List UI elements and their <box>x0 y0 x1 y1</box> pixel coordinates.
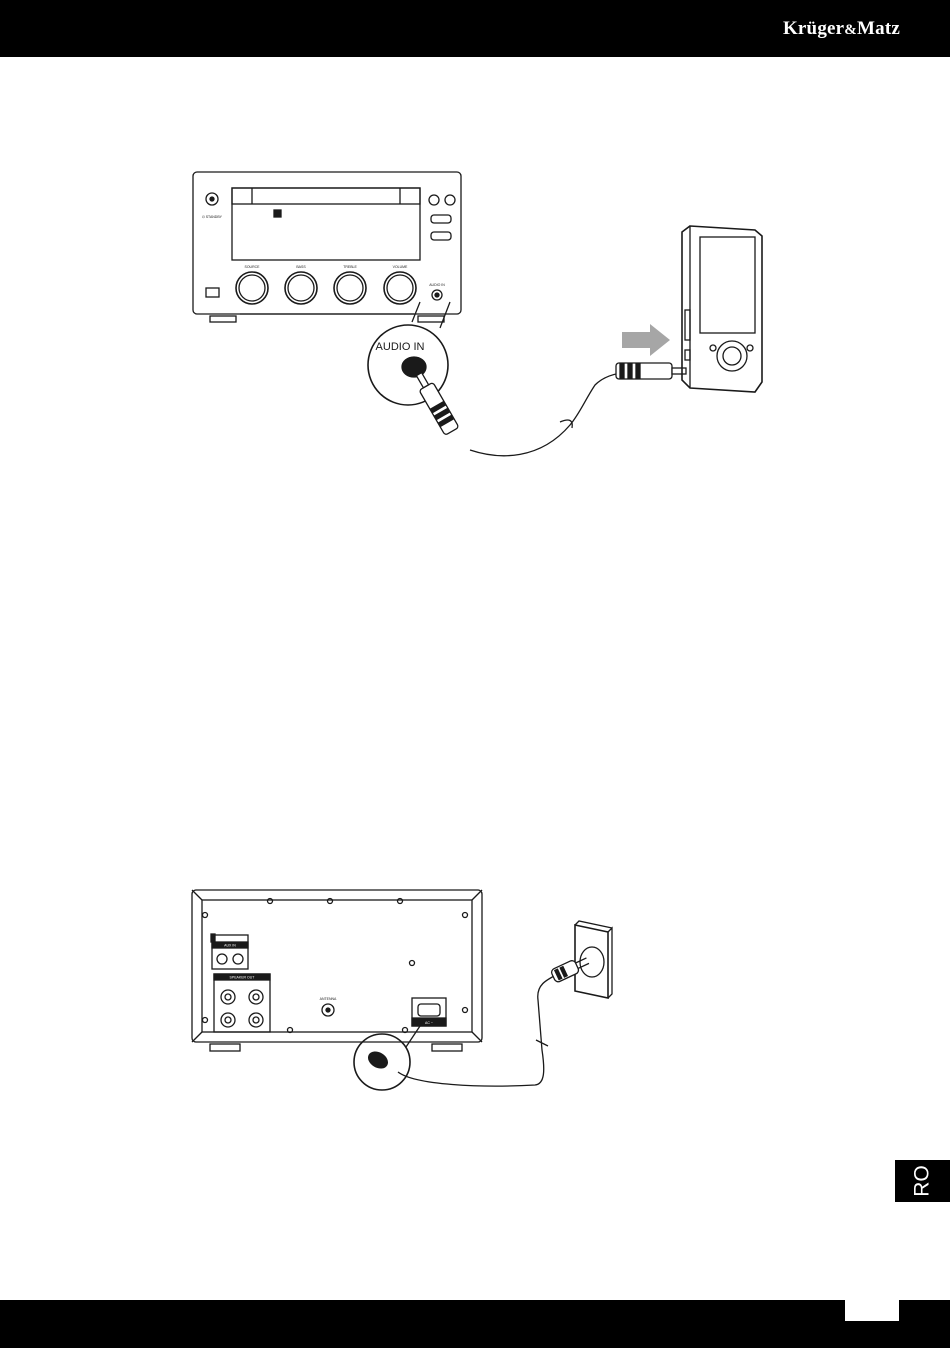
ac-callout-line <box>406 1026 420 1047</box>
speaker-terminal-2 <box>249 990 263 1004</box>
audio-in-connection-diagram: ⏻ STANDBY SOURCE BASS TREBLE VOLUME AUDI… <box>180 160 800 480</box>
antenna-label: ANTENNA <box>320 997 337 1001</box>
player-wheel <box>717 341 747 371</box>
aux-in-label: AUX IN <box>224 944 236 948</box>
stop-button <box>445 195 455 205</box>
player-button-right <box>747 345 753 351</box>
power-plug <box>550 954 590 983</box>
speaker-terminal-4 <box>249 1013 263 1027</box>
speaker-out-label: SPEAKER OUT <box>230 976 256 980</box>
player-side-slider <box>685 310 690 340</box>
bass-knob <box>285 272 317 304</box>
audio-cable <box>470 372 635 456</box>
rear-panel <box>202 900 472 1032</box>
next-button <box>431 215 451 223</box>
player-button-left <box>710 345 716 351</box>
speaker-terminal-1 <box>221 990 235 1004</box>
prev-button <box>431 232 451 240</box>
speaker-terminal-3 <box>221 1013 235 1027</box>
ac-callout-plug <box>366 1049 390 1071</box>
player-headphone-jack <box>685 350 690 360</box>
language-tab-label: RO <box>908 1164 938 1199</box>
source-knob <box>236 272 268 304</box>
display-window <box>232 188 420 260</box>
source-label: SOURCE <box>245 265 261 269</box>
brand-logo: Krüger&Matz <box>783 18 900 40</box>
brand-logo-part-main: Krüger <box>783 18 844 39</box>
power-cable <box>398 974 558 1086</box>
player-screen <box>700 237 755 333</box>
brand-logo-part-end: Matz <box>857 18 900 39</box>
screws <box>203 899 468 1033</box>
rear-foot-left <box>210 1044 240 1051</box>
footer-bar <box>0 1300 950 1348</box>
aux-in-right-jack <box>233 954 243 964</box>
unit-foot-right <box>418 316 444 322</box>
aux-in-left-jack <box>217 954 227 964</box>
ac-power-connection-diagram: AUX IN SPEAKER OUT ANTENNA AC ~ <box>180 880 640 1100</box>
outlet-socket <box>580 947 604 977</box>
volume-knob <box>384 272 416 304</box>
language-tab: RO <box>895 1160 950 1202</box>
treble-knob <box>334 272 366 304</box>
standby-label: ⏻ STANDBY <box>202 215 223 219</box>
unit-foot-left <box>210 316 236 322</box>
disc-slot <box>232 188 420 204</box>
audio-in-callout-label: AUDIO IN <box>376 341 425 353</box>
rear-foot-right <box>432 1044 462 1051</box>
plug-player <box>616 363 686 379</box>
unit-front-body <box>193 172 461 314</box>
aux-in-block <box>212 935 248 969</box>
treble-label: TREBLE <box>343 265 357 269</box>
callout-line <box>412 302 420 322</box>
play-pause-button <box>429 195 439 205</box>
page-number-box <box>845 1300 899 1321</box>
ac-label: AC ~ <box>425 1021 433 1025</box>
brand-logo-ampersand: & <box>844 22 857 38</box>
volume-label: VOLUME <box>393 265 408 269</box>
audio-in-small-label: AUDIO IN <box>429 283 445 287</box>
usb-port <box>206 288 219 297</box>
bass-label: BASS <box>296 265 306 269</box>
display-indicator <box>274 210 281 217</box>
header-bar: Krüger&Matz <box>0 0 950 57</box>
insert-arrow <box>622 324 670 356</box>
